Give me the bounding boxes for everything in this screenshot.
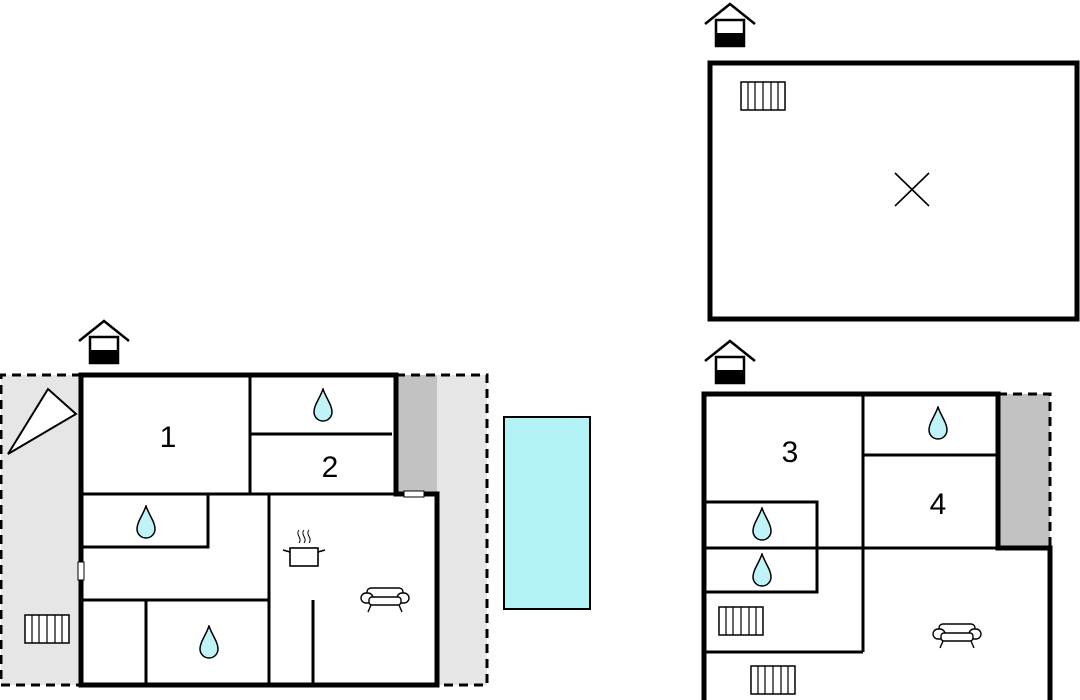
sofa-icon xyxy=(932,623,982,649)
terrace-right-dashed-edge xyxy=(396,373,489,687)
room-label-3: 3 xyxy=(782,436,799,469)
cross-icon xyxy=(894,172,930,207)
radiator-icon xyxy=(750,665,796,695)
water-drop-icon xyxy=(752,507,772,541)
radiator-icon xyxy=(740,81,786,111)
annex-gray xyxy=(998,394,1050,548)
outer-wall xyxy=(78,372,440,688)
room-label-1: 1 xyxy=(160,421,177,454)
upper-floor: 3 4 xyxy=(701,339,1053,700)
room-label-2: 2 xyxy=(322,451,339,484)
room-label-4: 4 xyxy=(930,488,947,521)
radiator-icon xyxy=(718,606,764,636)
outer-wall xyxy=(701,391,1053,700)
annex-building xyxy=(703,2,1080,322)
house-level-icon xyxy=(703,2,757,48)
door xyxy=(77,561,85,581)
annex-gray xyxy=(396,375,437,492)
triangle-icon xyxy=(7,387,78,455)
window xyxy=(403,490,425,498)
water-drop-icon xyxy=(928,406,948,440)
pool-icon xyxy=(503,416,591,610)
house-level-icon xyxy=(77,319,131,365)
interior-walls xyxy=(81,375,437,685)
radiator-icon xyxy=(24,614,70,644)
terrace-right xyxy=(437,375,487,685)
ground-floor: 1 2 xyxy=(0,319,489,688)
water-drop-icon xyxy=(752,553,772,587)
house-level-icon xyxy=(703,339,757,385)
interior-walls xyxy=(706,394,998,654)
dashed-edge xyxy=(998,392,1052,548)
